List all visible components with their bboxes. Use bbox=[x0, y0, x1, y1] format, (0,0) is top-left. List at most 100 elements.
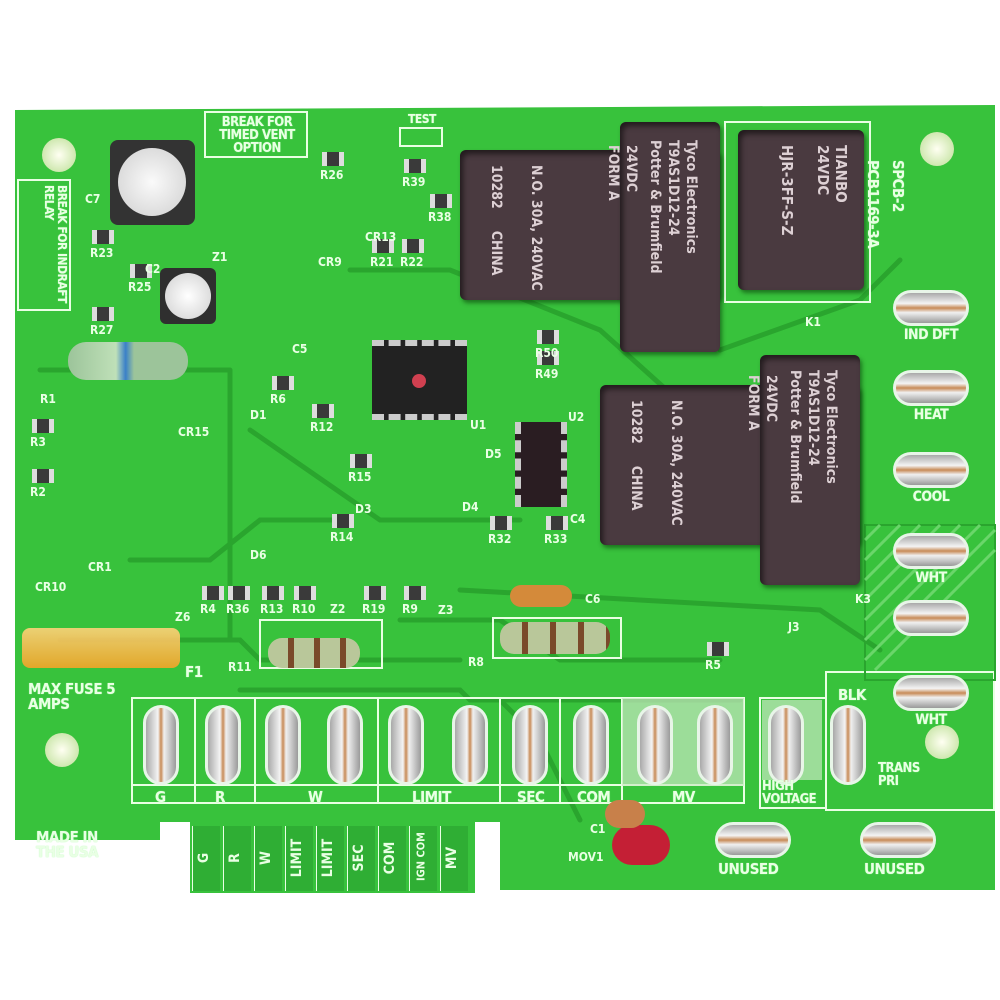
bottom-terminal[interactable] bbox=[697, 705, 733, 785]
edge-connector-pin bbox=[440, 826, 468, 891]
component-designator: R33 bbox=[544, 532, 568, 546]
edge-connector-label: SEC bbox=[351, 844, 367, 872]
side-terminal-label: IND DFT bbox=[903, 327, 959, 343]
side-terminal[interactable] bbox=[893, 290, 969, 326]
component-designator: R4 bbox=[200, 602, 216, 616]
relay-form: FORM A bbox=[605, 145, 621, 201]
unused-terminal-1[interactable] bbox=[715, 822, 791, 858]
side-terminal[interactable] bbox=[893, 675, 969, 711]
smd-resistor bbox=[294, 586, 316, 600]
bottom-terminal[interactable] bbox=[768, 705, 804, 785]
edge-connector-label: R bbox=[227, 853, 243, 863]
break-indraft-label: BREAK FOR INDRAFT RELAY bbox=[42, 185, 69, 303]
edge-connector-label: LIMIT bbox=[320, 838, 336, 878]
smd-resistor bbox=[130, 264, 152, 278]
mounting-hole bbox=[42, 138, 76, 172]
edge-connector-label: W bbox=[258, 851, 274, 865]
relay-k1 bbox=[738, 130, 864, 290]
component-designator: R1 bbox=[40, 392, 56, 406]
component-designator: J3 bbox=[788, 620, 800, 634]
edge-connector-pin bbox=[285, 826, 313, 891]
bottom-terminal[interactable] bbox=[265, 705, 301, 785]
bottom-terminal[interactable] bbox=[452, 705, 488, 785]
smd-resistor bbox=[32, 469, 54, 483]
smd-resistor bbox=[490, 516, 512, 530]
test-label: TEST bbox=[408, 112, 436, 126]
edge-connector-pin bbox=[254, 826, 282, 891]
component-designator: C2 bbox=[145, 262, 161, 276]
edge-connector-pin bbox=[409, 826, 437, 891]
terminal-label: R bbox=[215, 788, 225, 806]
bottom-terminal[interactable] bbox=[512, 705, 548, 785]
component-designator: Z2 bbox=[330, 602, 346, 616]
relay-k2-label: Tyco Electronics T9AS1D12-24 Potter & Br… bbox=[646, 140, 700, 274]
relay-maker: Potter & Brumfield bbox=[787, 370, 803, 504]
relay-code: 10282 bbox=[628, 400, 644, 444]
component-designator: C6 bbox=[585, 592, 601, 606]
side-terminal[interactable] bbox=[893, 600, 969, 636]
bottom-terminal[interactable] bbox=[830, 705, 866, 785]
smd-resistor bbox=[372, 239, 394, 253]
relay-rating: N.O. 30A, 240VAC bbox=[668, 400, 684, 526]
component-designator: C1 bbox=[590, 822, 606, 836]
side-terminal[interactable] bbox=[893, 533, 969, 569]
relay-model: T9AS1D12-24 bbox=[665, 140, 681, 236]
side-terminal[interactable] bbox=[893, 452, 969, 488]
relay-k3-specs: 24VDC FORM A bbox=[744, 375, 780, 431]
side-terminal-label: COOL bbox=[912, 489, 950, 505]
edge-connector-label: COM bbox=[382, 841, 398, 875]
relay-rating: N.O. 30A, 240VAC bbox=[528, 165, 544, 291]
component-designator: R27 bbox=[90, 323, 114, 337]
component-designator: R9 bbox=[402, 602, 418, 616]
terminal-label: SEC bbox=[517, 788, 545, 806]
relay-coil: 24VDC bbox=[763, 375, 779, 422]
mounting-hole bbox=[920, 132, 954, 166]
edge-connector-pin bbox=[378, 826, 406, 891]
component-designator: CR10 bbox=[35, 580, 67, 594]
smd-resistor bbox=[430, 194, 452, 208]
component-designator: R12 bbox=[310, 420, 334, 434]
smd-resistor bbox=[92, 307, 114, 321]
side-terminal-label: HEAT bbox=[913, 407, 949, 423]
component-designator: CR13 bbox=[365, 230, 397, 244]
terminal-label: LIMIT bbox=[412, 788, 451, 806]
resistor-r11 bbox=[268, 638, 360, 668]
bottom-terminal[interactable] bbox=[205, 705, 241, 785]
edge-connector-pin bbox=[347, 826, 375, 891]
bottom-terminal[interactable] bbox=[573, 705, 609, 785]
smd-resistor bbox=[332, 514, 354, 528]
relay-k2-body bbox=[620, 122, 720, 352]
max-fuse-label: MAX FUSE 5 AMPS bbox=[28, 680, 116, 713]
edge-connector-pin bbox=[316, 826, 344, 891]
component-designator: U1 bbox=[470, 418, 487, 432]
bottom-terminal[interactable] bbox=[388, 705, 424, 785]
relay-k3-rating: N.O. 30A, 240VAC bbox=[667, 400, 685, 526]
bottom-terminal[interactable] bbox=[637, 705, 673, 785]
component-designator: C5 bbox=[292, 342, 308, 356]
smd-resistor bbox=[312, 404, 334, 418]
electrolytic-capacitor-c2 bbox=[160, 268, 216, 324]
terminal-label: W bbox=[308, 788, 323, 806]
edge-connector-pin bbox=[223, 826, 251, 891]
edge-connector-label: LIMIT bbox=[289, 838, 305, 878]
component-designator: R14 bbox=[330, 530, 354, 544]
smd-resistor bbox=[546, 516, 568, 530]
side-terminal[interactable] bbox=[893, 370, 969, 406]
model-number: SPCB-2 bbox=[889, 160, 907, 212]
bottom-terminal[interactable] bbox=[143, 705, 179, 785]
component-designator: R5 bbox=[705, 658, 721, 672]
smd-resistor bbox=[364, 586, 386, 600]
terminal-label: G bbox=[155, 788, 166, 806]
component-designator: C7 bbox=[85, 192, 101, 206]
relay-origin: CHINA bbox=[488, 230, 504, 276]
side-terminal-label: WHT bbox=[915, 712, 947, 728]
component-designator: MOV1 bbox=[568, 850, 604, 864]
bottom-terminal[interactable] bbox=[327, 705, 363, 785]
mounting-hole bbox=[925, 725, 959, 759]
unused-terminal-2[interactable] bbox=[860, 822, 936, 858]
component-designator: Z6 bbox=[175, 610, 191, 624]
relay-brand: Tyco Electronics bbox=[823, 370, 839, 484]
component-designator: R21 bbox=[370, 255, 394, 269]
relay-origin: CHINA bbox=[628, 465, 644, 511]
